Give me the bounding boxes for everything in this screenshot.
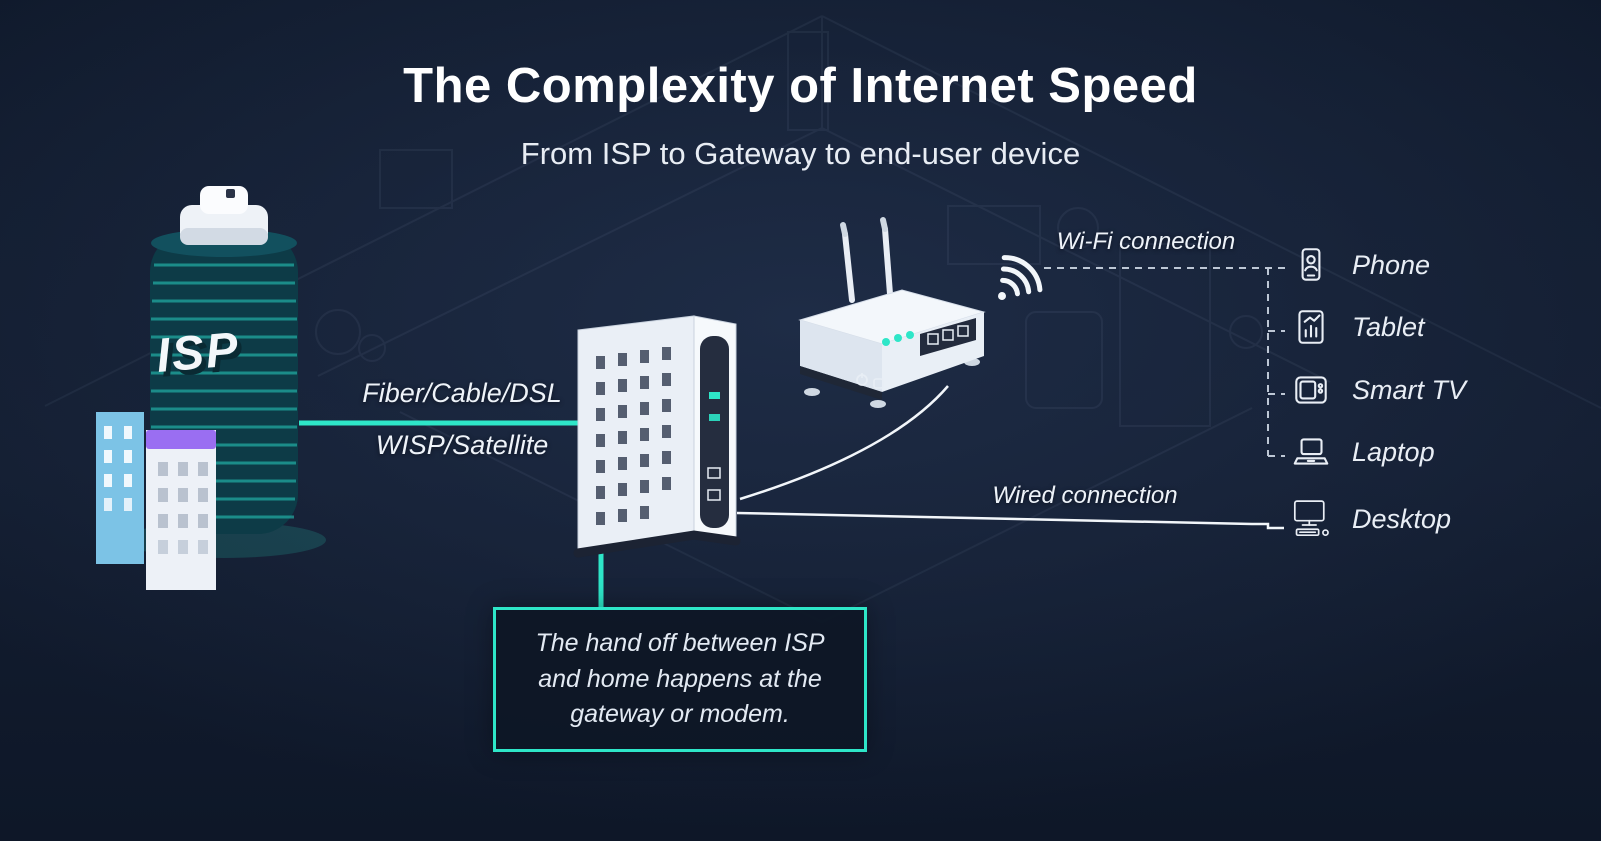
wisp-label: WISP/Satellite	[375, 430, 549, 460]
wifi-signal-icon	[998, 255, 1043, 300]
device-row-desktop: Desktop	[1288, 492, 1451, 546]
desktop-icon	[1288, 492, 1334, 546]
modem	[573, 315, 741, 558]
gateway-callout: The hand off between ISP and home happen…	[493, 607, 867, 752]
modem-port	[707, 467, 721, 479]
device-label: Tablet	[1352, 311, 1425, 342]
modem-led	[709, 392, 720, 399]
page-subtitle: From ISP to Gateway to end-user device	[520, 136, 1081, 171]
modem-led	[709, 414, 720, 421]
isp-label: ISP	[154, 323, 242, 383]
isp-building: ISP ISP	[96, 186, 326, 590]
smart-tv-icon	[1288, 369, 1334, 411]
router	[798, 217, 986, 408]
router-port	[957, 325, 969, 337]
lan-icon	[873, 378, 884, 389]
wired-connection-label: Wired connection	[992, 482, 1178, 509]
device-row-laptop: Laptop	[1288, 431, 1435, 473]
laptop-icon	[1288, 431, 1334, 473]
modem-port	[707, 489, 721, 501]
router-led	[894, 334, 902, 342]
device-label: Phone	[1352, 249, 1431, 280]
page-title: The Complexity of Internet Speed	[403, 59, 1198, 113]
wired-connection-line	[736, 511, 1284, 530]
router-modem-cable	[739, 385, 949, 501]
modem-vents	[596, 347, 671, 525]
router-antenna	[842, 231, 855, 303]
phone-icon	[1288, 244, 1334, 286]
power-icon	[856, 373, 868, 386]
tablet-icon	[1288, 306, 1334, 348]
device-row-smart-tv: Smart TV	[1288, 369, 1466, 411]
device-label: Smart TV	[1352, 374, 1467, 405]
router-led	[882, 338, 890, 346]
router-led	[906, 331, 914, 339]
device-label: Desktop	[1352, 503, 1452, 534]
device-row-tablet: Tablet	[1288, 306, 1425, 348]
isp-label-shadow: ISP	[159, 328, 247, 388]
wifi-dashed-line	[1044, 267, 1285, 457]
router-port	[927, 333, 939, 345]
small-buildings	[96, 412, 216, 590]
device-label: Laptop	[1352, 436, 1435, 467]
fiber-label: Fiber/Cable/DSL	[362, 378, 562, 408]
background-floorplan	[44, 15, 1601, 624]
gateway-callout-text: The hand off between ISP and home happen…	[535, 629, 825, 729]
router-port	[942, 329, 954, 341]
device-row-phone: Phone	[1288, 244, 1430, 286]
wifi-connection-label: Wi-Fi connection	[1056, 228, 1236, 255]
router-antenna	[882, 226, 893, 297]
